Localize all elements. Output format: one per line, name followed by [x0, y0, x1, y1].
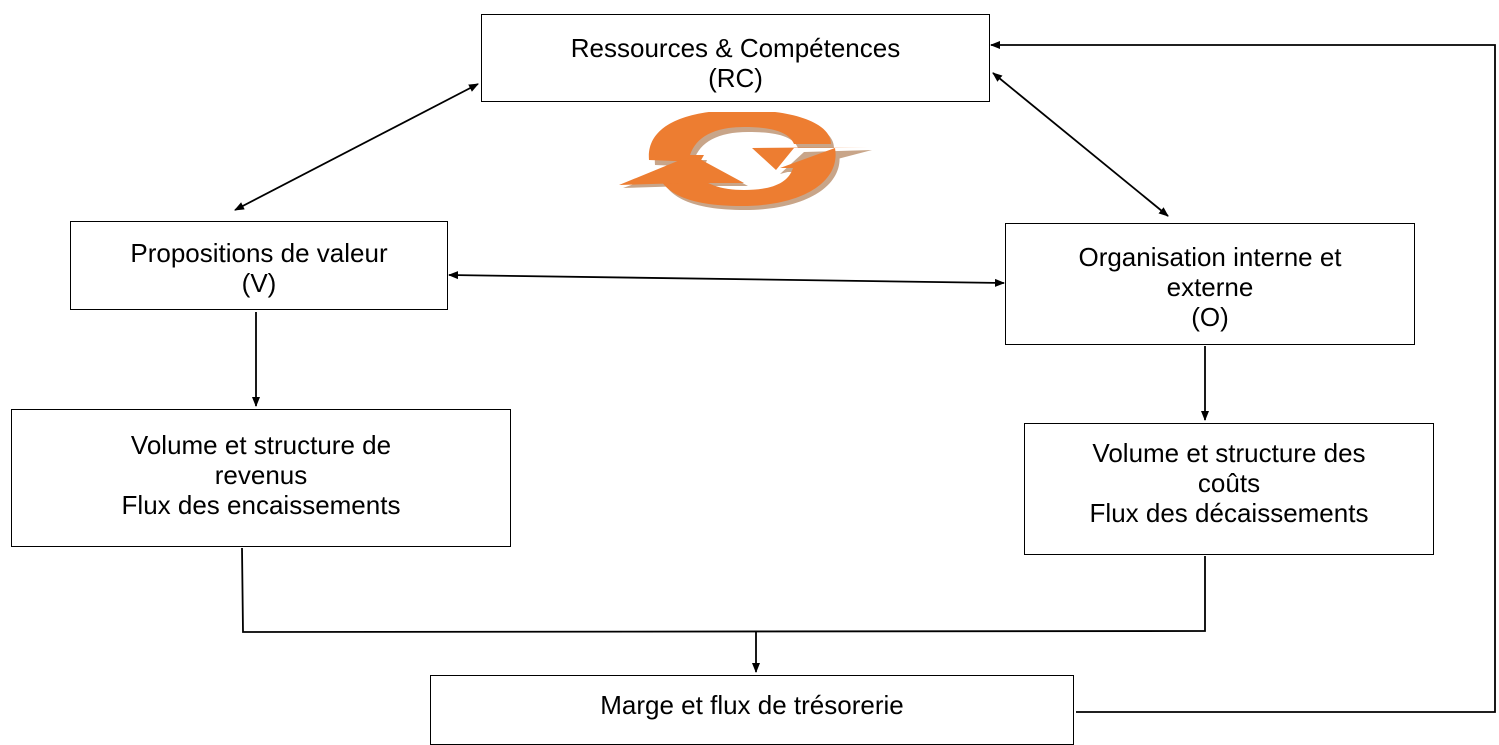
- merge-line: [241, 547, 1206, 633]
- box-o-line3: (O): [1191, 302, 1229, 332]
- arrow-rc-o: [992, 72, 1169, 217]
- feedback-loop-arrow: [990, 41, 1496, 713]
- box-marge-tresorerie: Marge et flux de trésorerie: [430, 675, 1074, 745]
- box-revenus: Volume et structure de revenus Flux des …: [11, 409, 511, 547]
- box-cost-line1: Volume et structure des: [1092, 438, 1366, 468]
- box-v-line1: Propositions de valeur: [130, 238, 388, 268]
- box-ressources-competences: Ressources & Compétences (RC): [481, 14, 990, 102]
- box-v-line2: (V): [241, 268, 277, 298]
- box-marge-line1: Marge et flux de trésorerie: [600, 690, 904, 720]
- arrow-rc-v: [234, 83, 479, 211]
- box-cost-line2: coûts: [1197, 468, 1261, 498]
- box-propositions-valeur: Propositions de valeur (V): [70, 221, 448, 310]
- refresh-cycle-icon: [619, 112, 872, 210]
- box-rc-line2: (RC): [708, 63, 763, 93]
- arrow-v-o: [448, 271, 1005, 287]
- box-o-line2: externe: [1166, 272, 1254, 302]
- box-rc-line1: Ressources & Compétences: [570, 33, 901, 63]
- box-cost-line3: Flux des décaissements: [1089, 498, 1369, 528]
- box-couts: Volume et structure des coûts Flux des d…: [1024, 423, 1434, 555]
- box-rev-line2: revenus: [214, 460, 308, 490]
- box-rev-line1: Volume et structure de: [130, 430, 392, 460]
- box-organisation: Organisation interne et externe (O): [1005, 223, 1415, 345]
- refresh-cycle-icon-body: [619, 112, 868, 206]
- box-o-line1: Organisation interne et: [1078, 242, 1342, 272]
- box-rev-line3: Flux des encaissements: [121, 490, 401, 520]
